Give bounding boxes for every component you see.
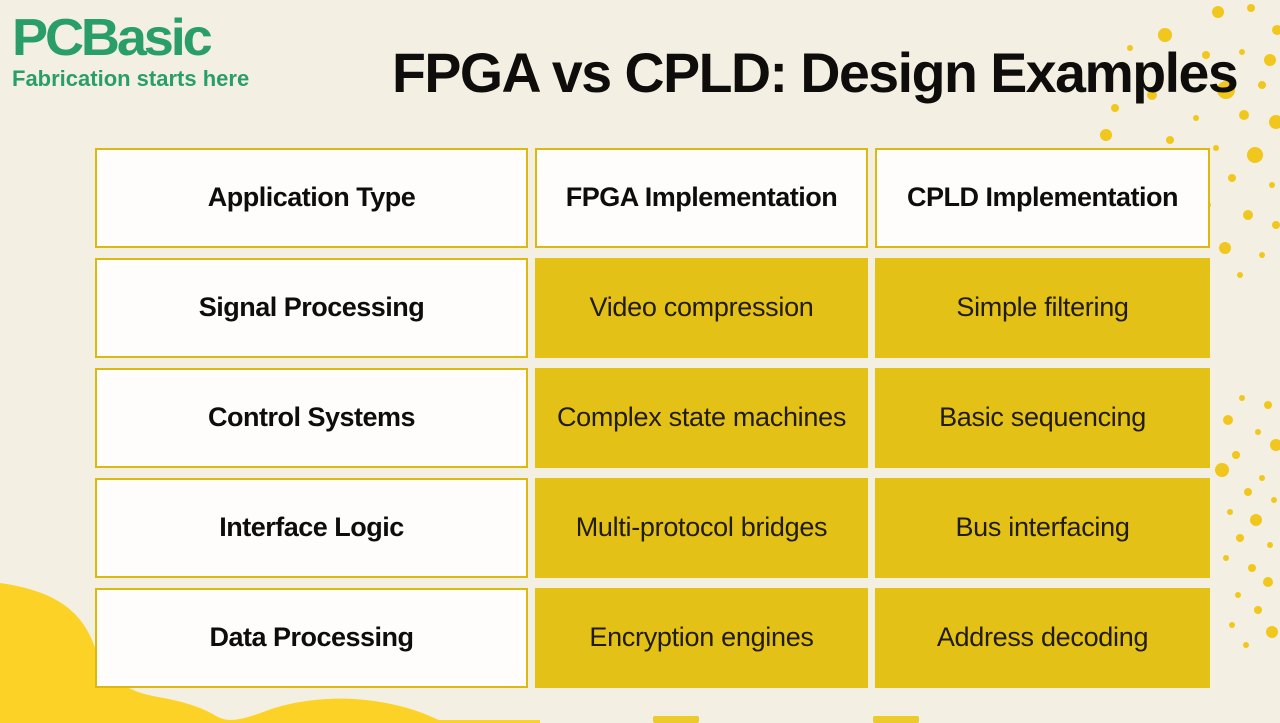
cpld-cell: Address decoding	[875, 588, 1210, 688]
logo-wordmark: PCBasic	[12, 9, 213, 67]
cpld-cell: Basic sequencing	[875, 368, 1210, 468]
fpga-cell: Video compression	[535, 258, 868, 358]
app-type-cell: Control Systems	[95, 368, 528, 468]
pcbasic-logo: PCBasic Fabrication starts here	[12, 12, 352, 92]
comparison-table: Application Type FPGA Implementation CPL…	[95, 148, 1210, 688]
app-type-cell: Data Processing	[95, 588, 528, 688]
fpga-cell: Multi-protocol bridges	[535, 478, 868, 578]
fpga-cell: Complex state machines	[535, 368, 868, 468]
header-fpga-implementation: FPGA Implementation	[535, 148, 868, 248]
app-type-cell: Signal Processing	[95, 258, 528, 358]
header-cpld-implementation: CPLD Implementation	[875, 148, 1210, 248]
header-application-type: Application Type	[95, 148, 528, 248]
page-title: FPGA vs CPLD: Design Examples	[392, 41, 1239, 104]
app-type-cell: Interface Logic	[95, 478, 528, 578]
logo-tagline: Fabrication starts here	[12, 66, 250, 91]
cpld-cell: Bus interfacing	[875, 478, 1210, 578]
cpld-cell: Simple filtering	[875, 258, 1210, 358]
fpga-cell: Encryption engines	[535, 588, 868, 688]
